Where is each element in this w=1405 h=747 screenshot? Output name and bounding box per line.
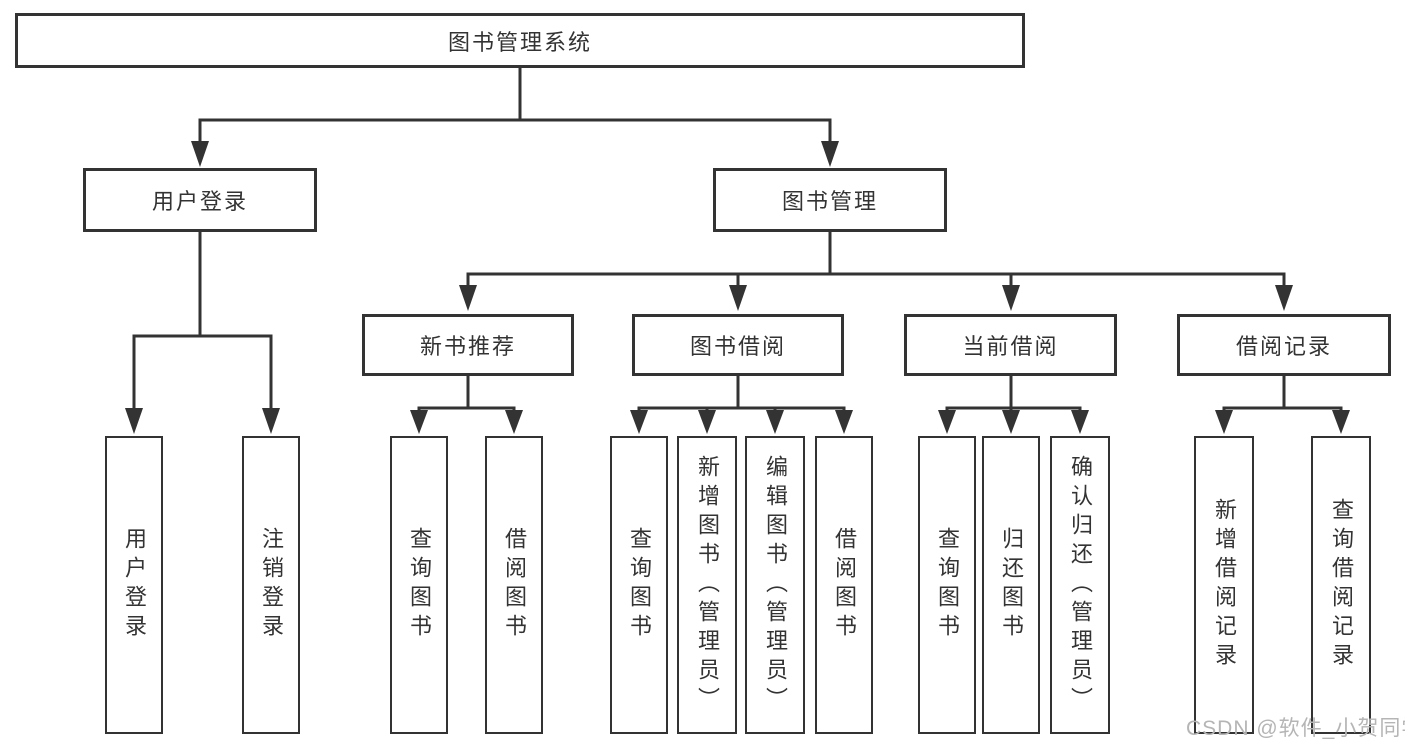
node-current-borrowing-label: 当前借阅	[962, 334, 1059, 359]
node-leaf-query-books-borrow-label: 查询图书	[627, 527, 652, 643]
node-leaf-add-borrow-record-label: 新增借阅记录	[1212, 498, 1237, 672]
node-leaf-query-borrow-record-label: 查询借阅记录	[1329, 498, 1354, 672]
node-leaf-add-book-admin-label: 新增图书（管理员）	[695, 454, 720, 716]
node-leaf-edit-book-admin-label: 编辑图书（管理员）	[763, 454, 788, 716]
node-leaf-query-borrow-record: 查询借阅记录	[1311, 436, 1371, 734]
node-leaf-add-borrow-record: 新增借阅记录	[1194, 436, 1254, 734]
node-leaf-borrow-books-label: 借阅图书	[832, 527, 857, 643]
node-user-login-label: 用户登录	[151, 189, 248, 214]
node-leaf-query-books-borrow: 查询图书	[610, 436, 668, 734]
csdn-watermark: CSDN @软件_小贺同学	[1186, 717, 1405, 740]
node-leaf-query-books-current: 查询图书	[918, 436, 976, 734]
node-root-system: 图书管理系统	[15, 13, 1025, 68]
node-leaf-confirm-return-admin: 确认归还（管理员）	[1050, 436, 1110, 734]
node-leaf-user-login: 用户登录	[105, 436, 163, 734]
node-new-book-recommend: 新书推荐	[362, 314, 574, 376]
node-root-system-label: 图书管理系统	[447, 29, 592, 55]
node-leaf-add-book-admin: 新增图书（管理员）	[677, 436, 737, 734]
node-leaf-logout: 注销登录	[242, 436, 300, 734]
node-leaf-confirm-return-admin-label: 确认归还（管理员）	[1068, 454, 1093, 716]
node-book-management: 图书管理	[713, 168, 947, 232]
node-user-login: 用户登录	[83, 168, 317, 232]
node-current-borrowing: 当前借阅	[904, 314, 1117, 376]
node-leaf-query-books-recommend-label: 查询图书	[407, 527, 432, 643]
node-leaf-return-book-label: 归还图书	[999, 527, 1024, 643]
node-leaf-borrow-books: 借阅图书	[815, 436, 873, 734]
node-leaf-logout-label: 注销登录	[259, 527, 284, 643]
node-leaf-return-book: 归还图书	[982, 436, 1040, 734]
node-book-management-label: 图书管理	[781, 189, 878, 214]
node-leaf-query-books-current-label: 查询图书	[935, 527, 960, 643]
node-book-borrowing-label: 图书借阅	[689, 334, 786, 359]
node-leaf-borrow-books-recommend-label: 借阅图书	[502, 527, 527, 643]
node-borrowing-records: 借阅记录	[1177, 314, 1391, 376]
node-leaf-query-books-recommend: 查询图书	[390, 436, 448, 734]
node-leaf-borrow-books-recommend: 借阅图书	[485, 436, 543, 734]
node-leaf-edit-book-admin: 编辑图书（管理员）	[745, 436, 805, 734]
node-new-book-recommend-label: 新书推荐	[419, 334, 516, 359]
node-borrowing-records-label: 借阅记录	[1235, 334, 1332, 359]
node-leaf-user-login-label: 用户登录	[122, 527, 147, 643]
node-book-borrowing: 图书借阅	[632, 314, 844, 376]
arrowhead-icons	[125, 141, 1350, 434]
